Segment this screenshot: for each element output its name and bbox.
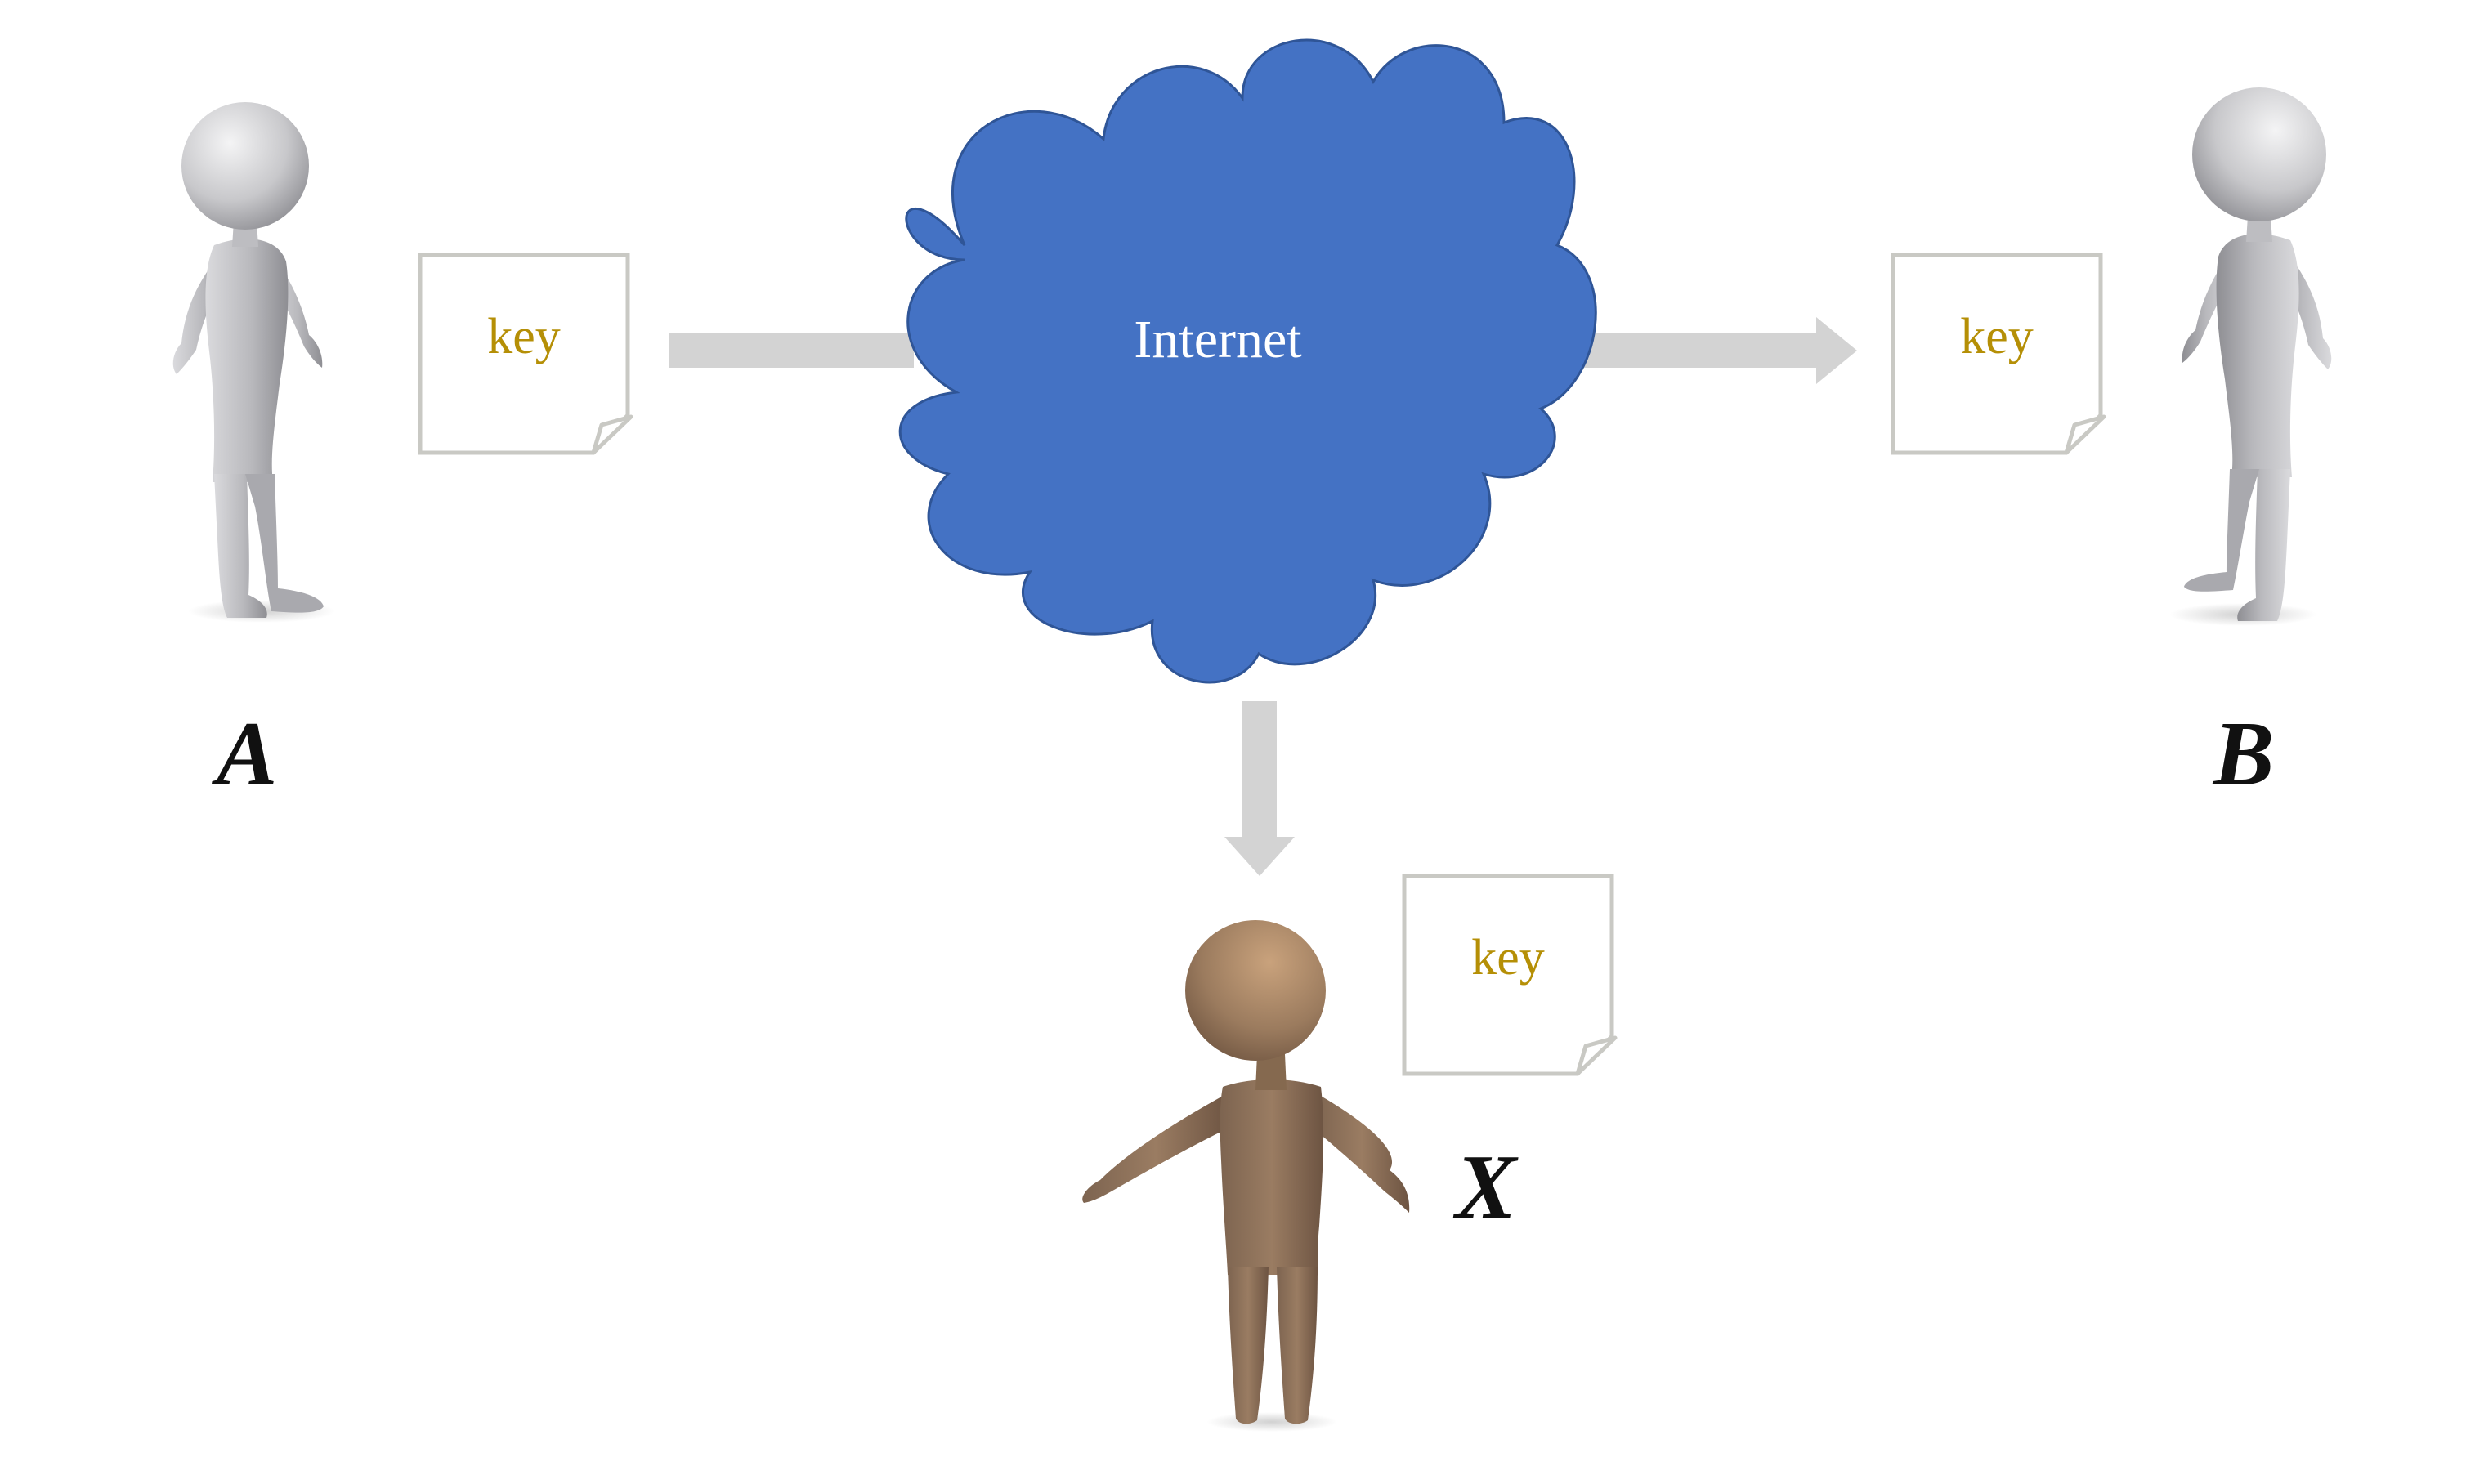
key-document-a: key: [418, 253, 633, 455]
arrow-head: [1224, 837, 1295, 876]
page-curl: [1575, 1035, 1618, 1076]
person-a: A: [172, 102, 335, 805]
document-label: key: [1471, 930, 1545, 986]
person-x: X: [1082, 920, 1519, 1432]
person-figure-icon: [1082, 920, 1410, 1432]
person-figure-icon: [2169, 87, 2332, 626]
arrow-internet-to-b: [1568, 317, 1857, 384]
arrow-head: [1816, 317, 1857, 384]
arrow-shaft: [1568, 333, 1821, 368]
figure-torso: [1220, 1079, 1324, 1275]
person-label: A: [212, 704, 278, 805]
arrow-internet-to-x: [1224, 701, 1295, 876]
figure-head: [181, 102, 309, 230]
figure-leg: [2237, 469, 2290, 621]
person-label: X: [1453, 1137, 1519, 1238]
cloud-icon: [898, 38, 1597, 684]
key-document-x: key: [1402, 874, 1618, 1076]
figure-leg: [245, 474, 324, 613]
figure-leg: [214, 474, 267, 618]
person-figure-icon: [172, 102, 335, 623]
internet-cloud: Internet: [898, 38, 1597, 684]
figure-head: [2192, 87, 2326, 221]
page-curl: [591, 414, 633, 455]
figure-leg: [1228, 1267, 1269, 1424]
figure-torso: [205, 239, 289, 482]
figure-leg: [1277, 1267, 1318, 1424]
figure-shadow: [1206, 1412, 1337, 1432]
person-label: B: [2212, 704, 2275, 805]
cloud-label: Internet: [1134, 310, 1301, 369]
arrow-a-to-internet: [669, 333, 914, 368]
figure-neck: [2246, 216, 2272, 242]
arrow-shaft: [669, 333, 914, 368]
figure-neck: [1255, 1054, 1287, 1090]
figure-arm: [1082, 1095, 1229, 1203]
person-b: B: [2169, 87, 2332, 805]
figure-leg: [2184, 469, 2259, 592]
figure-head: [1185, 920, 1326, 1061]
document-label: key: [487, 309, 561, 364]
figure-arm: [1314, 1095, 1410, 1213]
key-document-b: key: [1891, 253, 2106, 455]
page-curl: [2064, 414, 2106, 455]
arrow-shaft: [1242, 701, 1277, 838]
figure-torso: [2216, 234, 2299, 477]
document-label: key: [1960, 309, 2034, 364]
